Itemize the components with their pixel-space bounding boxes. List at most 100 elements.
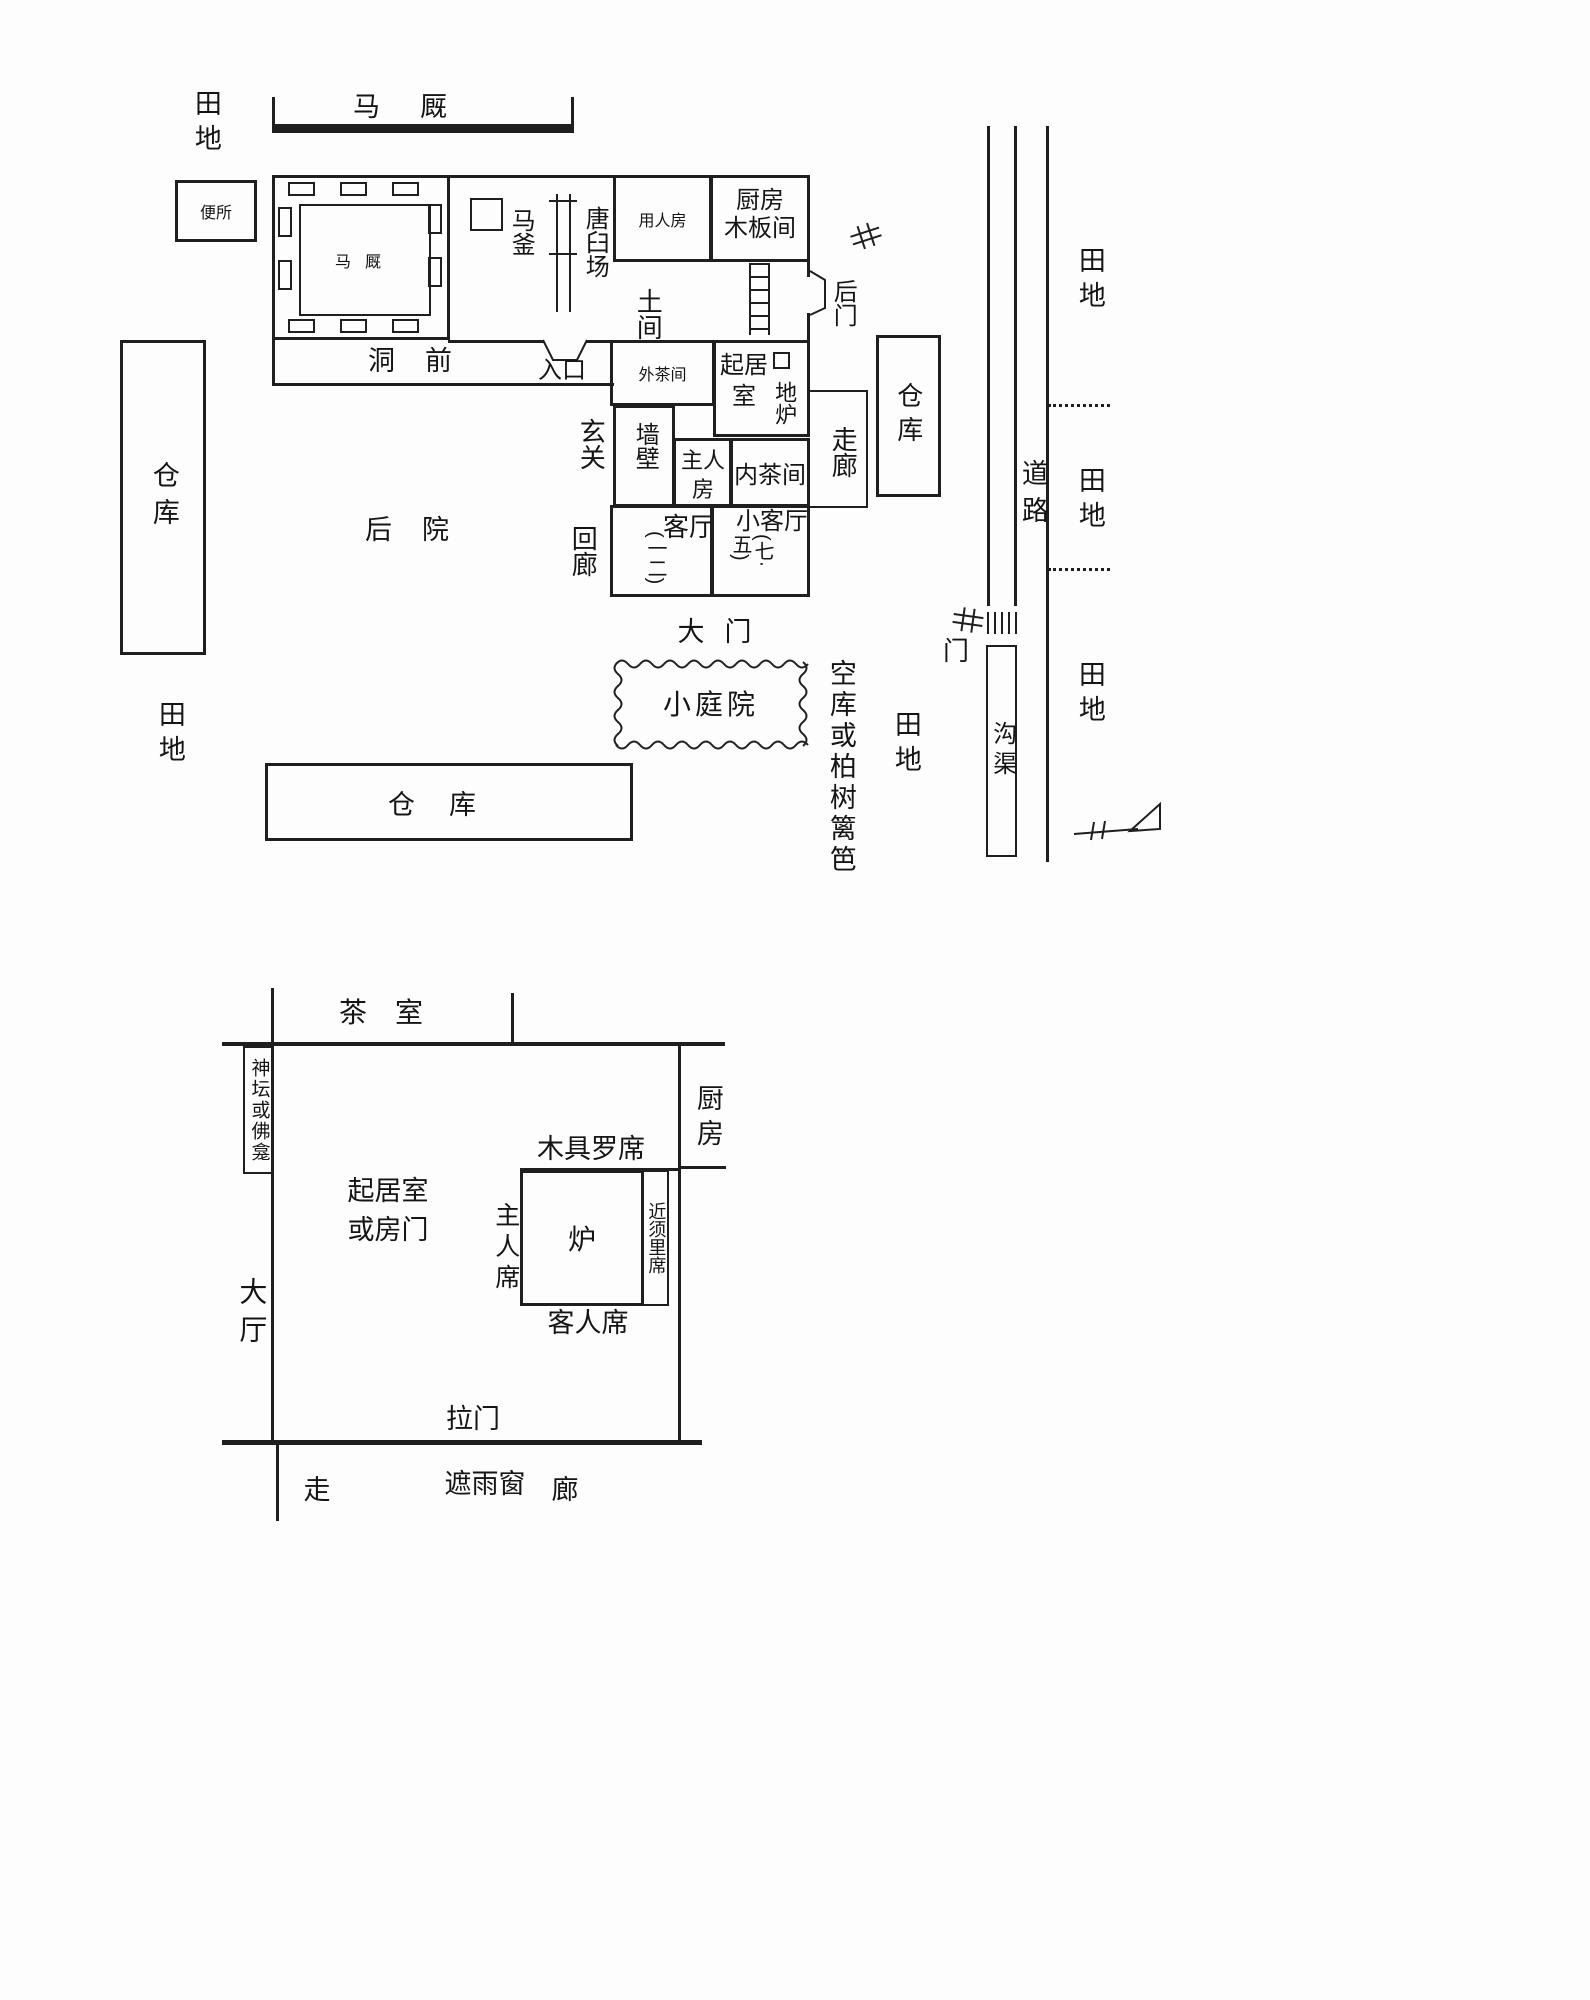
- kitchen-plank-label-1: 厨房: [736, 186, 784, 214]
- small-parlor-label: 小客厅: [736, 507, 808, 535]
- living-room: [713, 340, 810, 437]
- room-right-wall: [678, 1046, 681, 1444]
- stall-box: [392, 182, 419, 196]
- entrance-label: 入口: [538, 356, 586, 384]
- floor-hearth-box: [773, 352, 790, 369]
- guest-seat-label: 客人席: [547, 1308, 629, 1339]
- rain-shutter-label: 遮雨窗: [444, 1469, 526, 1500]
- outer-tea-room: 外茶间: [610, 340, 715, 406]
- ditch-label: 沟渠: [988, 721, 1016, 781]
- north-arrow-icon: [1073, 801, 1161, 841]
- stable-top-wall: [272, 124, 574, 133]
- ditch-left-line: [987, 126, 990, 606]
- side-seat-label: 近须里席: [646, 1202, 667, 1274]
- tea-room-right-tick: [511, 993, 514, 1045]
- veranda-left-wall: [276, 1445, 279, 1521]
- stall-box: [278, 207, 292, 237]
- bridge-hatch-icon: [987, 612, 1017, 634]
- field-label-bottom-left: 田地: [154, 699, 185, 770]
- mortar-icon: [549, 253, 577, 255]
- servant-room: 用人房: [613, 175, 712, 262]
- road-right-line: [1046, 126, 1049, 862]
- hash-marker-icon: [848, 220, 884, 252]
- field-label-mid-right: 田地: [890, 709, 921, 780]
- field-label-right-2: 田地: [1074, 465, 1105, 536]
- ditch-right-line: [1014, 126, 1017, 606]
- ditch-box: 沟渠: [986, 645, 1017, 857]
- kitchen-plank-room: [710, 175, 810, 262]
- cloister-label: 回廊: [568, 525, 599, 577]
- hash-marker-icon: [951, 606, 984, 634]
- altar-box: 神坛或佛龛: [243, 1046, 273, 1174]
- small-courtyard-wavy-border: [613, 659, 809, 750]
- tea-room-label: 茶室: [338, 996, 451, 1028]
- outer-tea-room-label: 外茶间: [638, 367, 687, 384]
- small-courtyard-label: 小庭院: [662, 688, 759, 720]
- veranda-right-label: 廊: [551, 1475, 579, 1506]
- hedge-note-label: 空库或柏树篱笆: [825, 658, 856, 876]
- sliding-door-label: 拉门: [446, 1404, 500, 1435]
- hearth-label: 炉: [567, 1224, 596, 1255]
- stable-top-right-tick: [571, 97, 574, 127]
- side-seat-strip: 近须里席: [642, 1170, 669, 1306]
- field-label-right-1: 田地: [1074, 245, 1105, 316]
- house-top-wall: [448, 175, 615, 178]
- front-strip-top-wall: [585, 340, 615, 343]
- kitchen-plank-label-2: 木板间: [724, 214, 796, 242]
- inner-tea-room-label: 内茶间: [734, 462, 806, 489]
- stable-top-left-tick: [272, 97, 275, 127]
- field-divider-dotted: [1048, 404, 1110, 407]
- front-strip-label: 洞前: [368, 346, 482, 377]
- corridor-right-line: [866, 390, 868, 508]
- house-right-wall-seg: [807, 313, 810, 343]
- stall-box: [340, 182, 367, 196]
- backyard-label: 后院: [365, 515, 479, 546]
- small-parlor-size-label: (七·五): [729, 534, 773, 568]
- wooden-rack-seat-label: 木具罗席: [537, 1134, 645, 1165]
- stairs-icon: [749, 263, 770, 335]
- warehouse-left: 仓库: [120, 340, 206, 655]
- warehouse-bottom-label: 仓库: [388, 789, 510, 820]
- stall-box: [288, 319, 315, 333]
- back-door-label: 后门: [829, 279, 857, 327]
- mortar-icon: [549, 200, 577, 202]
- front-strip-bottom-wall: [272, 383, 614, 386]
- field-label-right-3: 田地: [1074, 659, 1105, 730]
- earthen-floor-label: 土间: [633, 288, 664, 340]
- room-left-wall: [271, 1046, 274, 1444]
- living-or-door-label: 起居室或房门: [347, 1176, 429, 1246]
- stable-building: [272, 175, 450, 340]
- inner-tea-room: 内茶间: [730, 438, 810, 507]
- wall-label: 墙壁: [631, 422, 659, 470]
- warehouse-left-label: 仓库: [148, 460, 179, 535]
- front-strip-top-wall: [448, 340, 546, 343]
- stall-box: [278, 260, 292, 290]
- veranda-left-label: 走: [303, 1475, 331, 1506]
- entrance-notch-icon: [542, 339, 588, 361]
- horse-kettle-label: 马釜: [507, 208, 535, 256]
- stall-box: [392, 319, 419, 333]
- corridor-top-line: [810, 390, 868, 392]
- stable-inner-area: 马厩: [299, 204, 431, 316]
- parlor-size-label: (一二): [644, 531, 666, 585]
- warehouse-bottom: 仓库: [265, 763, 633, 841]
- corridor-label: 走廊: [828, 426, 859, 478]
- floor-hearth-label: 地炉: [772, 381, 798, 425]
- main-gate-label: 大门: [677, 617, 772, 648]
- main-hall-label: 大厅: [236, 1277, 268, 1353]
- mortar-yard-label: 唐臼场: [581, 206, 609, 278]
- front-strip-left-wall: [272, 340, 275, 386]
- master-seat-label: 主人席: [491, 1201, 520, 1295]
- hearth-top-line: [520, 1168, 680, 1171]
- entry-hall-label: 玄关: [576, 418, 607, 470]
- warehouse-right-label: 仓库: [893, 382, 924, 450]
- stable-top-label: 马厩: [353, 92, 487, 123]
- house-right-wall-seg: [807, 260, 810, 277]
- servant-room-label: 用人房: [638, 212, 687, 230]
- field-divider-dotted: [1048, 568, 1110, 571]
- corridor-bottom-line: [810, 506, 868, 508]
- living-room-label: 起居室: [720, 352, 768, 411]
- room-top-wall: [222, 1042, 725, 1046]
- kitchen-divider-line: [678, 1166, 726, 1169]
- gate-label: 门: [942, 635, 969, 666]
